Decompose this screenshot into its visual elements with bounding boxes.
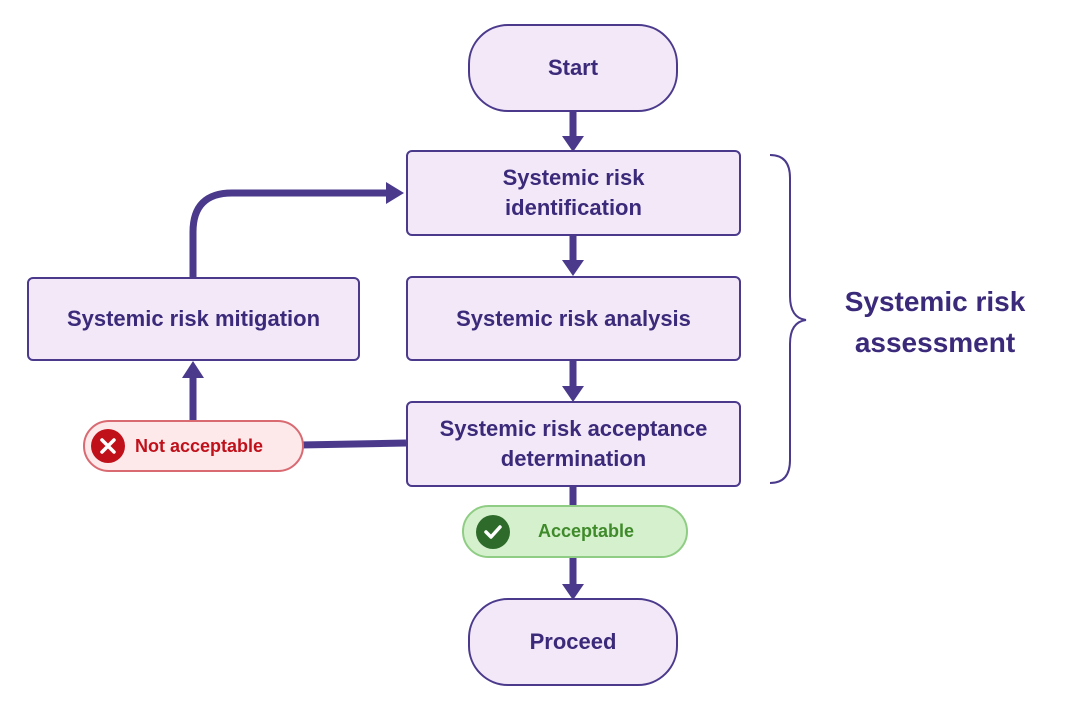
assessment-brace bbox=[769, 154, 807, 484]
arrowhead-identification bbox=[562, 136, 584, 152]
arrowhead-mitigation bbox=[182, 361, 204, 378]
x-circle-icon bbox=[91, 429, 125, 463]
arrowhead-acceptance bbox=[562, 386, 584, 402]
start-node: Start bbox=[468, 24, 678, 112]
arrowhead-identification-loop bbox=[386, 182, 404, 204]
not-acceptable-badge: Not acceptable bbox=[83, 420, 304, 472]
analysis-label: Systemic risk analysis bbox=[456, 305, 691, 331]
arrowhead-analysis bbox=[562, 260, 584, 276]
mitigation-node: Systemic risk mitigation bbox=[27, 277, 360, 361]
acceptable-badge: Acceptable bbox=[462, 505, 688, 558]
proceed-label: Proceed bbox=[529, 629, 617, 655]
start-label: Start bbox=[547, 55, 599, 81]
analysis-node: Systemic risk analysis bbox=[406, 276, 741, 361]
acceptance-label: Systemic risk acceptance determination bbox=[439, 416, 708, 471]
arrow-mitigation-to-identification bbox=[189, 189, 392, 277]
identification-label: Systemic risk identification bbox=[502, 165, 645, 220]
assessment-group-label: Systemic risk assessment bbox=[830, 282, 1040, 363]
mitigation-label: Systemic risk mitigation bbox=[66, 306, 321, 332]
acceptance-node: Systemic risk acceptance determination bbox=[406, 401, 741, 487]
identification-node: Systemic risk identification bbox=[406, 150, 741, 236]
arrowhead-proceed bbox=[562, 584, 584, 600]
check-circle-icon bbox=[476, 514, 510, 549]
connector-acceptance-to-not-acceptable bbox=[299, 439, 407, 449]
not-acceptable-label: Not acceptable bbox=[135, 435, 264, 456]
acceptable-label: Acceptable bbox=[538, 521, 635, 541]
proceed-node: Proceed bbox=[468, 598, 678, 686]
assessment-group-text: Systemic risk assessment bbox=[844, 286, 1026, 358]
